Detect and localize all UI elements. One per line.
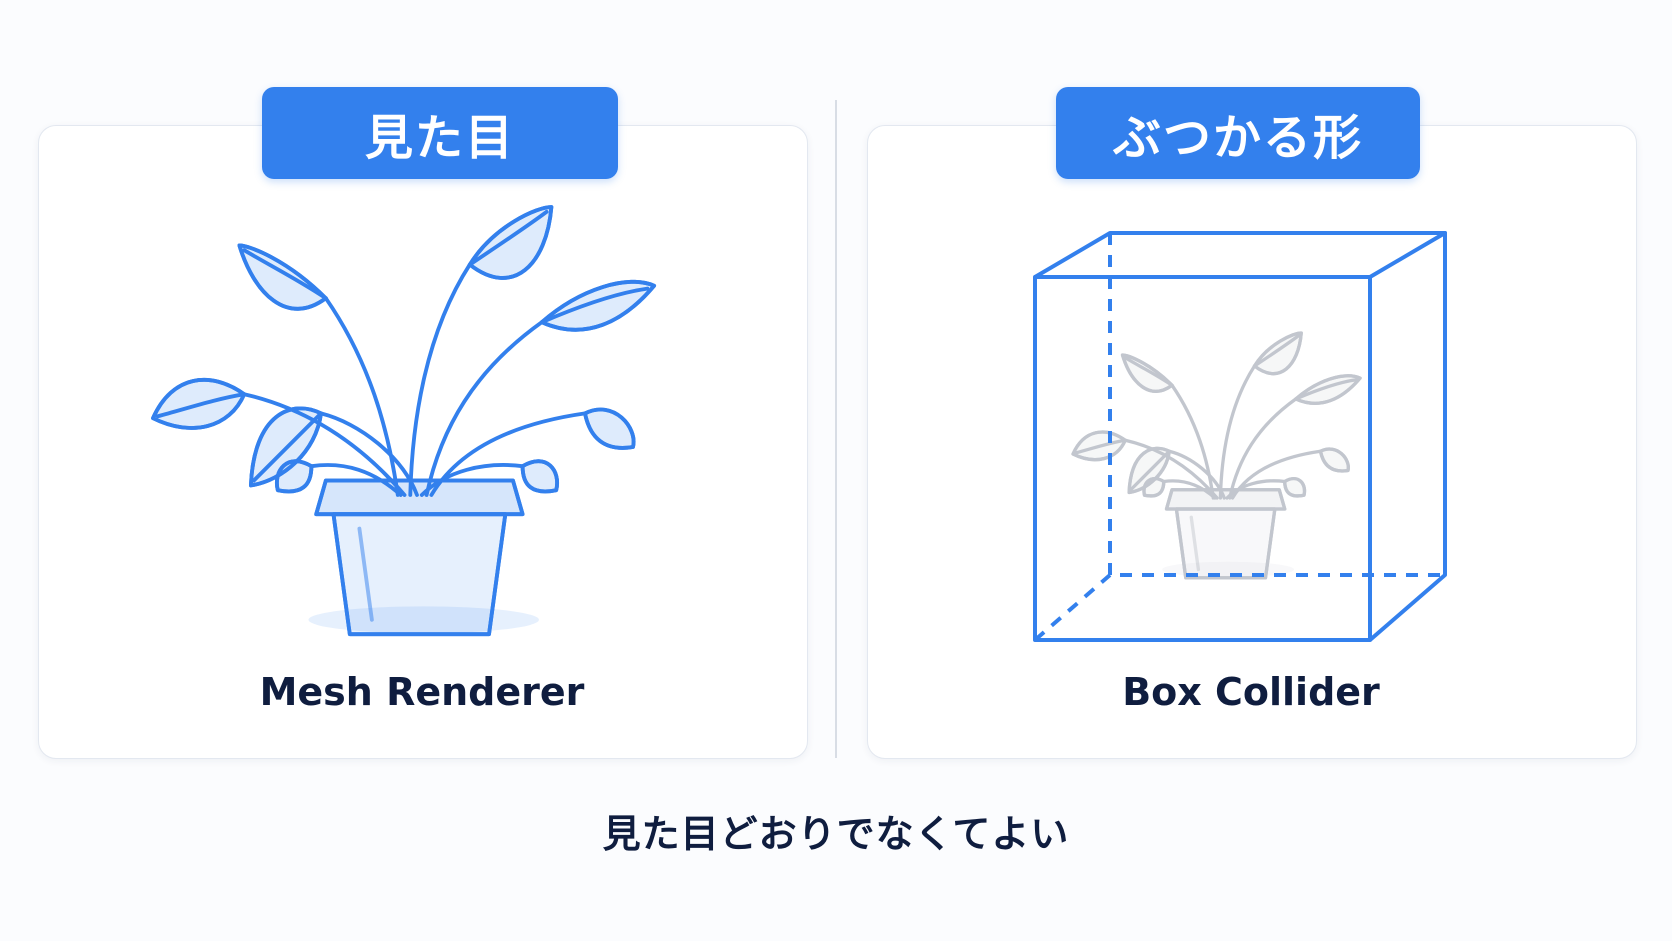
- box-collider-icon: [1033, 231, 1447, 642]
- mesh-renderer-panel: [38, 125, 808, 759]
- collision-shape-tag: ぶつかる形: [1056, 87, 1420, 179]
- potted-plant-icon: [151, 205, 657, 637]
- footer-note: 見た目どおりでなくてよい: [602, 812, 1070, 856]
- center-divider: [835, 100, 837, 758]
- appearance-tag: 見た目: [262, 87, 618, 179]
- box-collider-label: Box Collider: [1122, 670, 1380, 714]
- mesh-renderer-label: Mesh Renderer: [259, 670, 585, 714]
